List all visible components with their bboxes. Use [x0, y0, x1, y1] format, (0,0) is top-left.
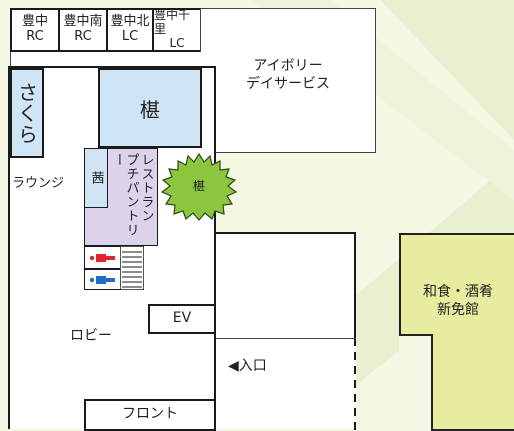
front-desk[interactable]: フロント	[84, 399, 216, 431]
tree-icon	[160, 152, 238, 221]
lounge-label: ラウンジ	[12, 176, 65, 191]
room-toyonaka-rc-name: 豊中	[21, 14, 48, 30]
room-kaede[interactable]: 椹	[98, 68, 202, 148]
room-toyonaka-minami-rc-name: 豊中南	[63, 14, 103, 30]
room-toyonaka-kita-lc-type: LC	[121, 29, 139, 44]
pantry-label: プチパントリー	[110, 153, 139, 237]
room-elevator[interactable]: EV	[148, 304, 216, 334]
lobby-label: ロビー	[70, 328, 112, 344]
restroom-male-icon	[89, 276, 115, 284]
restaurant-label: レストラン	[138, 153, 154, 223]
washoku-subname: 新免館	[437, 301, 479, 318]
ivory-service: デイサービス	[246, 75, 330, 92]
tree-label: 椹	[192, 179, 205, 193]
room-toyonaka-minami-rc-type: RC	[74, 29, 92, 44]
front-label: フロント	[122, 406, 178, 423]
room-akane-overlay: 茜	[84, 148, 108, 208]
room-ivory-day-service[interactable]: アイボリー デイサービス	[200, 8, 376, 153]
washoku-name: 和食・酒肴	[423, 284, 493, 300]
room-toyonaka-kita-lc-name: 豊中北	[110, 14, 150, 30]
room-toyonaka-kita-lc[interactable]: 豊中北 LC	[106, 8, 154, 52]
entrance-dashed-edge	[354, 338, 356, 430]
room-sakura[interactable]: さくら	[10, 68, 44, 158]
akane-overlay-label: 茜	[88, 171, 104, 185]
room-toyonaka-senri-lc[interactable]: 豊中千里 LC	[152, 8, 202, 52]
ev-label: EV	[172, 310, 192, 327]
kaede-label: 椹	[140, 97, 160, 122]
entrance-area	[214, 232, 356, 429]
stairs-icon	[120, 246, 144, 290]
room-toyonaka-rc-type: RC	[26, 29, 44, 44]
upper-corridor	[10, 52, 202, 66]
restroom-female-icon	[89, 254, 115, 262]
ivory-name: アイボリー	[253, 58, 323, 74]
room-toyonaka-senri-lc-name: 豊中千里	[154, 8, 191, 37]
washoku-label: 和食・酒肴 新免館	[408, 284, 508, 319]
room-toyonaka-minami-rc[interactable]: 豊中南 RC	[58, 8, 108, 52]
room-toyonaka-senri-lc-type: LC	[169, 35, 185, 50]
washoku-annex-notch	[399, 334, 433, 431]
sakura-label: さくら	[14, 81, 39, 145]
entrance-label: ◀入口	[228, 358, 267, 374]
room-toyonaka-rc[interactable]: 豊中 RC	[10, 8, 60, 52]
